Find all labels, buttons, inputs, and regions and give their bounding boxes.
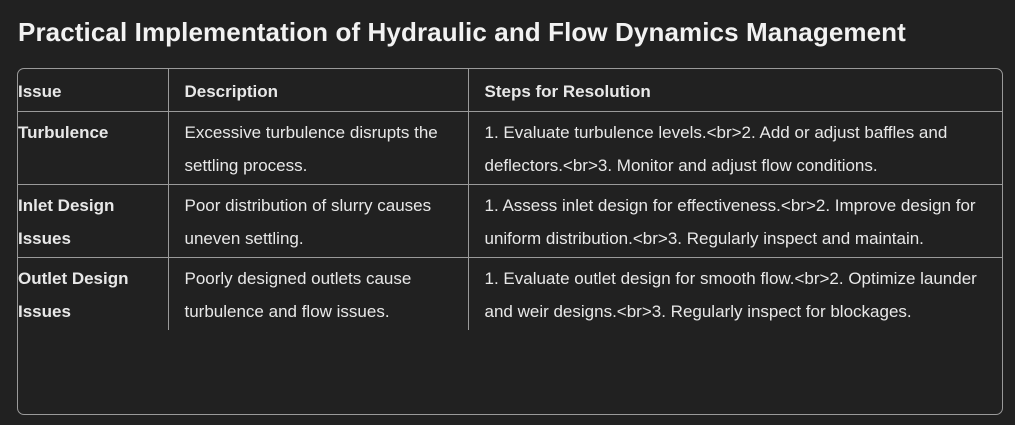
header-description: Description <box>168 69 469 112</box>
header-steps: Steps for Resolution <box>468 69 1002 112</box>
cell-issue: Outlet Design Issues <box>18 257 169 330</box>
table-row: Turbulence Excessive turbulence disrupts… <box>18 111 1002 185</box>
cell-steps: 1. Evaluate turbulence levels.<br>2. Add… <box>468 111 1002 185</box>
cell-issue: Turbulence <box>18 111 169 185</box>
cell-issue: Inlet Design Issues <box>18 184 169 258</box>
table-header-row: Issue Description Steps for Resolution <box>18 69 1002 112</box>
page-title: Practical Implementation of Hydraulic an… <box>18 17 906 47</box>
cell-description: Poorly designed outlets cause turbulence… <box>168 257 469 330</box>
cell-steps: 1. Evaluate outlet design for smooth flo… <box>484 269 977 321</box>
table-row: Outlet Design Issues Poorly designed out… <box>18 257 1002 330</box>
table-row: Inlet Design Issues Poor distribution of… <box>18 184 1002 258</box>
cell-description: Excessive turbulence disrupts the settli… <box>168 111 469 185</box>
header-issue: Issue <box>18 69 169 112</box>
cell-description: Poor distribution of slurry causes uneve… <box>168 184 469 258</box>
issues-table: Issue Description Steps for Resolution T… <box>18 69 1002 330</box>
cell-steps: 1. Assess inlet design for effectiveness… <box>468 184 1002 258</box>
resolution-table: Issue Description Steps for Resolution T… <box>17 68 1003 415</box>
